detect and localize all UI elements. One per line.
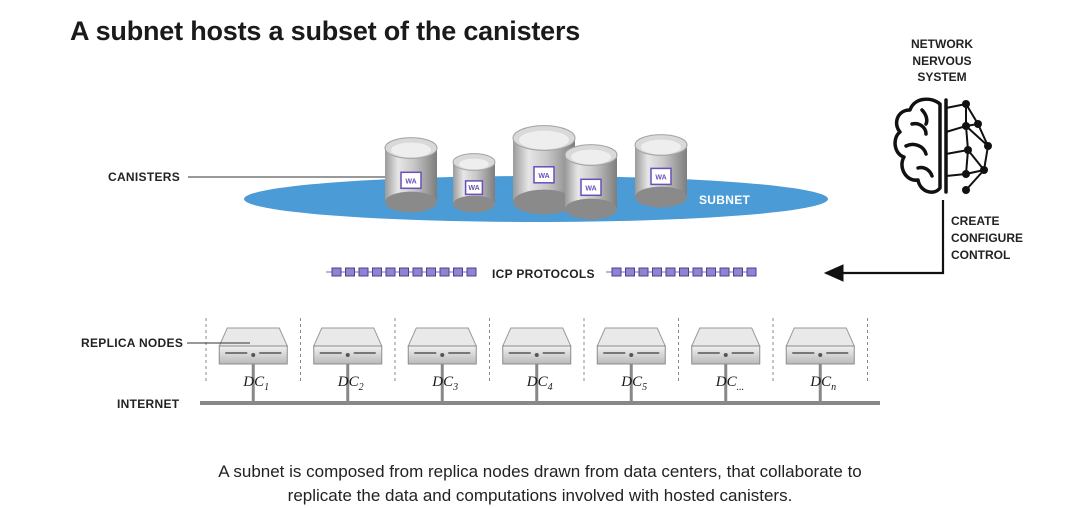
canister: WA — [634, 134, 688, 208]
replica-node-server — [501, 327, 572, 403]
canisters-label: CANISTERS — [108, 170, 181, 184]
protocol-chain — [326, 267, 477, 277]
dc-label: DCn — [810, 374, 836, 393]
dc-label: DC5 — [621, 374, 647, 393]
dc-label: DC4 — [527, 374, 553, 393]
caption: A subnet is composed from replica nodes … — [0, 460, 1080, 508]
dc-label-index: 5 — [642, 382, 648, 393]
replica-node-server — [218, 327, 289, 403]
dc-label: DC2 — [338, 374, 364, 393]
dc-label: DC3 — [432, 374, 458, 393]
dc-label-base: DC — [810, 374, 832, 390]
nns-action: CONFIGURE — [951, 231, 1023, 245]
dc-label-index: 3 — [453, 382, 459, 393]
nns-line: SYSTEM — [917, 70, 967, 84]
dc-label-index: ... — [736, 382, 745, 393]
dc-label-base: DC — [432, 374, 454, 390]
internet-label: INTERNET — [117, 397, 180, 411]
canister: WA — [512, 125, 576, 215]
nns-actions-label: CREATE CONFIGURE CONTROL — [951, 213, 1023, 264]
nns-action: CONTROL — [951, 248, 1011, 262]
canister-badge-text: WA — [468, 185, 479, 192]
dc-label: DC... — [716, 374, 744, 393]
icp-protocols-label: ICP PROTOCOLS — [492, 267, 595, 281]
dc-label-index: 2 — [358, 382, 364, 393]
canister: WA — [564, 144, 618, 220]
canister: WA — [384, 137, 438, 213]
nns-control-arrow — [823, 200, 945, 282]
subnet-label: SUBNET — [699, 193, 751, 207]
replica-node-server — [690, 327, 761, 403]
dc-label-index: 4 — [547, 382, 553, 393]
dc-label-base: DC — [243, 374, 265, 390]
page-title: A subnet hosts a subset of the canisters — [70, 16, 581, 46]
dc-label-index: 1 — [264, 382, 270, 393]
caption-line: replicate the data and computations invo… — [287, 486, 793, 505]
caption-line: A subnet is composed from replica nodes … — [218, 462, 862, 481]
canister-badge-text: WA — [585, 185, 596, 192]
dc-label-base: DC — [526, 374, 548, 390]
replica-node-server — [407, 327, 478, 403]
replica-node-server — [312, 327, 383, 403]
nns-action: CREATE — [951, 214, 1000, 228]
replica-node-server — [596, 327, 667, 403]
dc-label-index: n — [831, 382, 837, 393]
canister-badge-text: WA — [655, 174, 666, 181]
canister: WA — [452, 153, 496, 213]
replica-node-group — [205, 318, 868, 403]
dc-label: DC1 — [243, 374, 269, 393]
brain-icon — [893, 97, 992, 194]
replica-nodes-label: REPLICA NODES — [81, 336, 184, 350]
canister-badge-text: WA — [538, 173, 549, 180]
nns-line: NERVOUS — [912, 53, 972, 68]
nns-line: NETWORK — [911, 37, 973, 51]
dc-label-base: DC — [715, 374, 737, 390]
dc-label-base: DC — [621, 374, 643, 390]
network-nervous-system-label: NETWORK NERVOUS SYSTEM — [892, 36, 992, 86]
canister-badge-text: WA — [405, 178, 416, 185]
dc-label-base: DC — [337, 374, 359, 390]
icp-protocol-chains — [326, 267, 757, 277]
protocol-chain — [606, 267, 757, 277]
replica-node-server — [785, 327, 856, 403]
canister-group: WA WA WA WA WA — [384, 125, 688, 220]
